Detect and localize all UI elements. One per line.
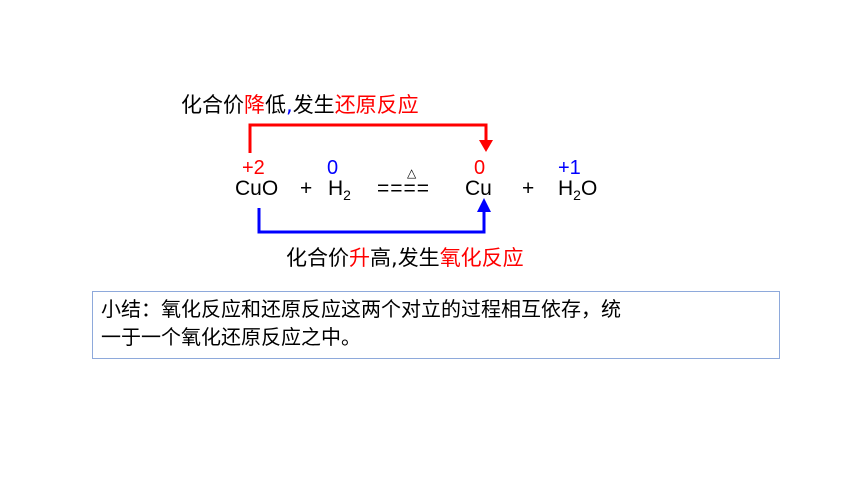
oxidation-label-part4: 发生 [397, 246, 440, 270]
h2o-o-symbol: O [580, 177, 598, 200]
ox-state-h-in-h2o: +1 [558, 157, 581, 179]
reduction-label-part3: 低 [265, 93, 286, 117]
formula-cu: Cu [465, 177, 492, 200]
heat-symbol: △ [407, 166, 417, 180]
reduction-label-part1: 化合价 [181, 93, 244, 117]
reduction-label-sep: , [286, 93, 293, 117]
reduction-label-reaction: 还原反应 [334, 93, 419, 117]
ox-state-cu-product: 0 [474, 157, 486, 179]
oxidation-label-reaction: 氧化反应 [439, 246, 524, 270]
oxidation-label-sep: , [391, 246, 398, 270]
plus-sign-2: + [522, 177, 535, 200]
reduction-arrowhead [479, 140, 493, 152]
h2o-subscript: 2 [573, 187, 581, 203]
reduction-label: 化合价降低,发生还原反应 [181, 93, 419, 117]
h2o-h-symbol: H [558, 177, 574, 200]
oxidation-arrowhead [477, 198, 491, 212]
formula-h2: H2 [328, 177, 351, 203]
summary-line-2: 一于一个氧化还原反应之中。 [101, 325, 361, 349]
ox-state-h-in-h2: 0 [327, 157, 339, 179]
summary-box: 小结：氧化反应和还原反应这两个对立的过程相互依存，统 一于一个氧化还原反应之中。 [92, 291, 780, 359]
reduction-label-keyword: 降 [244, 93, 265, 117]
h2-symbol: H [328, 177, 344, 200]
ox-state-cu-in-cuo: +2 [242, 157, 265, 179]
reduction-label-part4: 发生 [292, 93, 335, 117]
oxidation-label-part1: 化合价 [286, 246, 349, 270]
reduction-arrow [248, 123, 488, 153]
oxidation-arrow [257, 208, 486, 234]
summary-line-1: 小结：氧化反应和还原反应这两个对立的过程相互依存，统 [101, 297, 621, 321]
formula-h2o: H2O [558, 177, 598, 203]
oxidation-label-part3: 高 [370, 246, 391, 270]
h2-subscript: 2 [343, 187, 351, 203]
plus-sign-1: + [300, 177, 313, 200]
oxidation-label-keyword: 升 [349, 246, 370, 270]
oxidation-label: 化合价升高,发生氧化反应 [286, 246, 524, 270]
reaction-arrow: ==== [377, 177, 431, 200]
formula-cuo: CuO [235, 177, 279, 200]
